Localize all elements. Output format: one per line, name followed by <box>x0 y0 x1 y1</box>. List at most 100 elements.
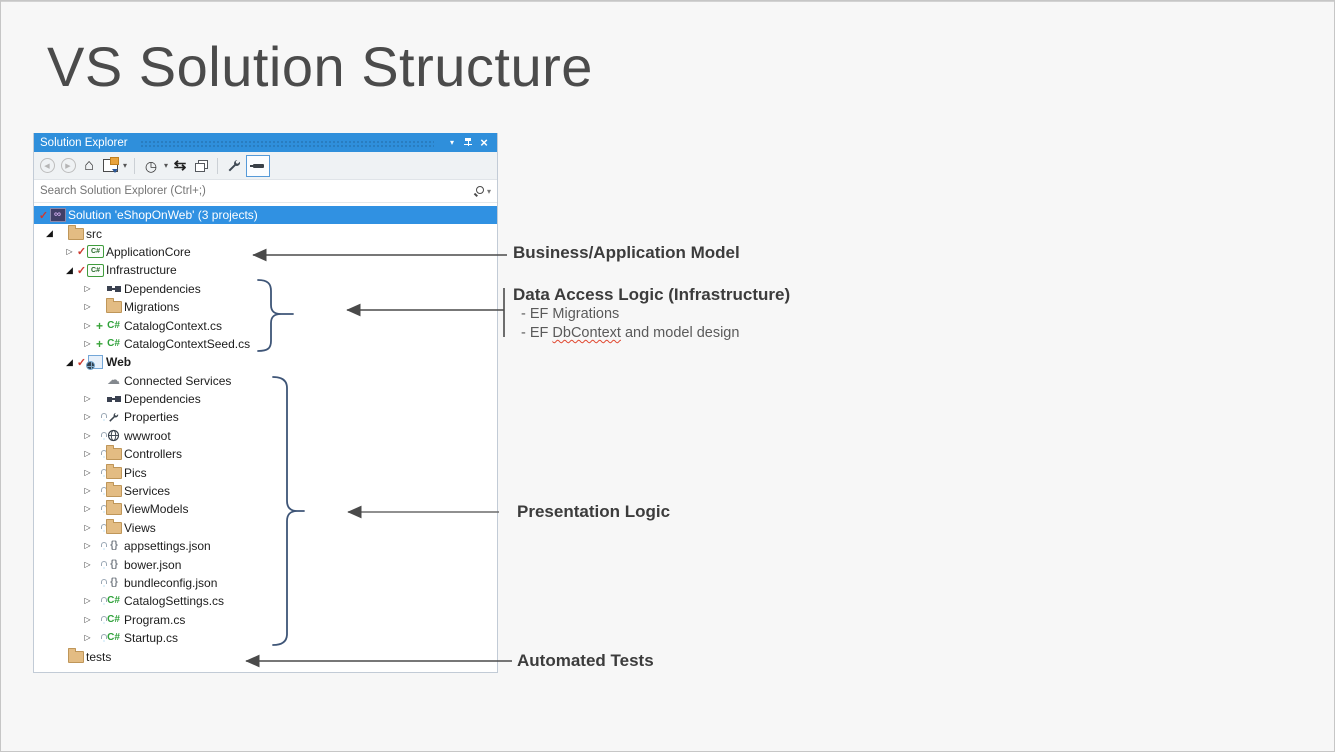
solution-icon: ∞ <box>49 208 66 223</box>
tree-item-label: CatalogContextSeed.cs <box>124 336 251 351</box>
web-project-icon <box>86 355 103 371</box>
tree-item-migrations[interactable]: ▷ Migrations <box>34 298 497 316</box>
tree-item-web[interactable]: ◢✓Web <box>34 353 497 371</box>
dependencies-icon <box>106 285 121 292</box>
tree-item-infrastructure[interactable]: ◢✓C#Infrastructure <box>34 261 497 279</box>
expander-collapsed-icon[interactable]: ▷ <box>84 522 91 532</box>
expander-collapsed-icon[interactable]: ▷ <box>84 283 91 293</box>
globe-icon <box>107 430 120 442</box>
tree-item-dependencies[interactable]: ▷Dependencies <box>34 390 497 408</box>
annotation-heading: Business/Application Model <box>513 243 740 262</box>
expander-collapsed-icon[interactable]: ▷ <box>84 486 91 496</box>
toolbar-separator <box>217 157 219 174</box>
tree-item-controllers[interactable]: ▷Controllers <box>34 445 497 463</box>
search-dropdown-icon[interactable]: ▾ <box>486 186 491 196</box>
expander-collapsed-icon[interactable]: ▷ <box>84 614 91 624</box>
pending-changes-filter-button[interactable]: ◷ <box>142 156 160 176</box>
tree-item-properties[interactable]: ▷Properties <box>34 408 497 426</box>
expander-collapsed-icon[interactable]: ▷ <box>84 394 91 404</box>
plus-icon: + <box>95 336 103 351</box>
badge-slot: ✓ <box>76 245 87 258</box>
expander-collapsed-icon[interactable]: ▷ <box>84 320 91 330</box>
search-input[interactable] <box>34 185 473 197</box>
tree-item-catalogcontextseed-cs[interactable]: ▷ + C# CatalogContextSeed.cs <box>34 335 497 353</box>
collapse-all-button[interactable] <box>192 156 210 176</box>
plus-icon: + <box>95 318 103 333</box>
wrench-icon <box>109 412 119 422</box>
properties-button[interactable] <box>225 156 243 176</box>
back-button[interactable]: ◀ <box>38 156 56 176</box>
expander-collapsed-icon[interactable]: ▷ <box>84 430 91 440</box>
json-file-icon: { } <box>110 577 118 588</box>
tree-item-src[interactable]: ◢src <box>34 224 497 242</box>
expander-collapsed-icon[interactable]: ▷ <box>84 504 91 514</box>
tree-item-connected-services[interactable]: ☁Connected Services <box>34 372 497 390</box>
tree-item-tests[interactable]: tests <box>34 647 497 665</box>
home-button[interactable]: ⌂ <box>80 156 98 176</box>
csharp-file-icon: C# <box>107 337 120 349</box>
window-menu-icon[interactable]: ▾ <box>449 137 454 147</box>
tree-item-dependencies[interactable]: ▷Dependencies <box>34 280 497 298</box>
tree-item-label: Views <box>124 520 156 535</box>
tree-item-pics[interactable]: ▷ Pics <box>34 463 497 481</box>
switch-views-dropdown[interactable]: ▾ <box>123 161 128 170</box>
page-title: VS Solution Structure <box>47 35 593 98</box>
tree-item-label: Solution 'eShopOnWeb' (3 projects) <box>68 208 258 223</box>
check-icon: ✓ <box>38 209 49 222</box>
tree-item-label: Migrations <box>124 300 180 315</box>
tree-item-catalogcontext-cs[interactable]: ▷+C#CatalogContext.cs <box>34 316 497 334</box>
folder-icon <box>105 518 122 534</box>
expander-collapsed-icon[interactable]: ▷ <box>84 467 91 477</box>
annotation-heading: Data Access Logic (Infrastructure) <box>513 285 791 304</box>
solution-explorer-titlebar[interactable]: Solution Explorer ▾ × <box>34 133 497 152</box>
forward-icon: ▶ <box>60 158 76 173</box>
expander-collapsed-icon[interactable]: ▷ <box>84 302 91 312</box>
toolbar-separator <box>134 157 136 174</box>
tree-item-solution-eshoponweb-3-projects[interactable]: ✓∞Solution 'eShopOnWeb' (3 projects) <box>34 206 497 225</box>
tree-item-applicationcore[interactable]: ▷✓C#ApplicationCore <box>34 243 497 261</box>
tree-item-wwwroot[interactable]: ▷wwwroot <box>34 427 497 445</box>
tree-item-label: Pics <box>124 465 147 480</box>
tree-item-catalogsettings-cs[interactable]: ▷C#CatalogSettings.cs <box>34 592 497 610</box>
pending-changes-dropdown[interactable]: ▾ <box>164 161 169 170</box>
badge-slot: ✓ <box>76 264 87 277</box>
tree-item-label: CatalogSettings.cs <box>124 594 225 609</box>
tree-item-services[interactable]: ▷ Services <box>34 482 497 500</box>
tree-item-label: appsettings.json <box>124 539 211 554</box>
tree-item-label: Services <box>124 484 171 499</box>
tree-item-bower-json[interactable]: ▷ { } bower.json <box>34 555 497 573</box>
json-file-icon: { } <box>110 540 118 552</box>
expander-collapsed-icon[interactable]: ▷ <box>84 338 91 348</box>
tree-item-views[interactable]: ▷ Views <box>34 518 497 537</box>
tree-item-label: bower.json <box>124 557 182 572</box>
expander-collapsed-icon[interactable]: ▷ <box>84 596 91 606</box>
close-icon[interactable]: × <box>480 135 488 150</box>
folder-icon <box>105 482 122 498</box>
search-icon[interactable] <box>473 185 485 197</box>
forward-button[interactable]: ▶ <box>59 156 77 176</box>
tree-item-viewmodels[interactable]: ▷ViewModels <box>34 500 497 518</box>
expander-expanded-icon[interactable]: ◢ <box>46 228 53 239</box>
wrench-icon <box>228 159 241 171</box>
expander-collapsed-icon[interactable]: ▷ <box>84 412 91 422</box>
folder-icon <box>67 224 84 240</box>
pin-icon[interactable] <box>460 135 476 150</box>
expander-collapsed-icon[interactable]: ▷ <box>66 246 73 256</box>
expander-collapsed-icon[interactable]: ▷ <box>84 633 91 643</box>
expander-collapsed-icon[interactable]: ▷ <box>84 449 91 459</box>
json-file-icon: { } <box>110 558 118 570</box>
expander-expanded-icon[interactable]: ◢ <box>66 356 73 367</box>
annotation-heading: Presentation Logic <box>517 502 671 521</box>
sync-with-active-document-button[interactable]: ⇆ <box>171 156 189 176</box>
switch-views-button[interactable] <box>101 156 119 176</box>
tree-item-appsettings-json[interactable]: ▷ { } appsettings.json <box>34 537 497 555</box>
tree-item-program-cs[interactable]: ▷C#Program.cs <box>34 611 497 629</box>
tree-item-label: Infrastructure <box>106 263 177 278</box>
tree-item-bundleconfig-json[interactable]: { }bundleconfig.json <box>34 574 497 592</box>
expander-expanded-icon[interactable]: ◢ <box>66 264 73 275</box>
expander-collapsed-icon[interactable]: ▷ <box>84 559 91 569</box>
solution-tree: ✓∞Solution 'eShopOnWeb' (3 projects)◢src… <box>34 203 497 666</box>
expander-collapsed-icon[interactable]: ▷ <box>84 541 91 551</box>
preview-selected-items-button[interactable] <box>246 154 271 177</box>
tree-item-startup-cs[interactable]: ▷C#Startup.cs <box>34 629 497 647</box>
